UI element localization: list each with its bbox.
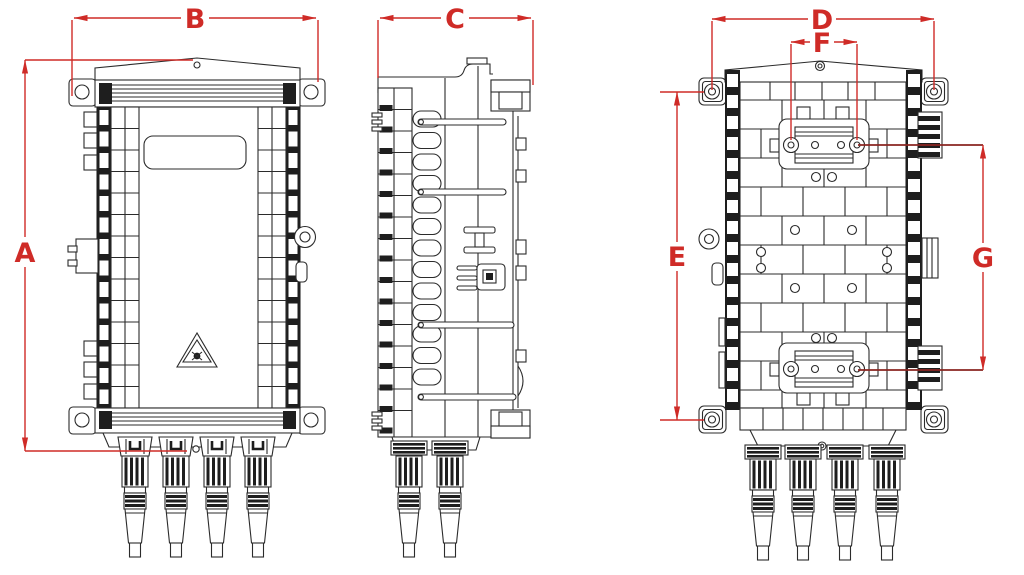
front-left-clamp-blocks — [83, 111, 98, 400]
dim-label-a: A — [15, 238, 36, 269]
side-dome-ribs — [412, 110, 442, 386]
dim-label-c: C — [445, 4, 465, 35]
side-view — [371, 57, 531, 558]
back-right-combs — [917, 111, 943, 391]
label-plate — [143, 135, 247, 170]
side-clamp-ladder — [371, 87, 413, 438]
back-bottom-band — [739, 407, 907, 451]
back-bottom-bracket — [769, 342, 879, 406]
side-h-clamp — [463, 226, 496, 254]
front-top-cover — [94, 57, 301, 81]
dim-label-b: B — [185, 4, 206, 35]
front-cable-glands — [116, 435, 277, 558]
dim-label-g: G — [972, 243, 994, 274]
side-top-profile — [377, 57, 531, 112]
dim-G: G — [858, 144, 997, 371]
side-cable-glands — [390, 440, 469, 558]
front-mounting-ears — [68, 78, 326, 435]
back-mounting-ears — [698, 77, 949, 434]
dim-label-d: D — [811, 5, 833, 36]
back-top-cover — [724, 60, 923, 83]
dim-C: C — [377, 4, 534, 85]
side-retaining-rods — [417, 118, 517, 401]
dim-label-f: F — [813, 28, 831, 59]
side-bottom — [378, 409, 531, 451]
front-hanging-loop — [293, 225, 317, 283]
dimensions: A B C D — [11, 4, 997, 452]
front-left-bracket — [67, 238, 99, 274]
back-view — [698, 60, 949, 561]
side-connector-block — [456, 263, 506, 291]
dim-A: A — [11, 59, 193, 452]
laser-warning-triangle-icon — [176, 331, 218, 368]
back-cable-glands — [744, 444, 906, 561]
front-view — [67, 57, 326, 558]
back-panel-holes — [755, 171, 893, 344]
dim-F: F — [790, 28, 858, 140]
dim-E: E — [660, 91, 704, 421]
back-hanging-loop — [698, 228, 726, 389]
dim-B: B — [71, 4, 319, 96]
front-top-band — [94, 79, 301, 108]
dim-label-e: E — [668, 242, 686, 273]
back-top-bracket — [769, 106, 879, 170]
dim-D: D — [711, 5, 935, 90]
